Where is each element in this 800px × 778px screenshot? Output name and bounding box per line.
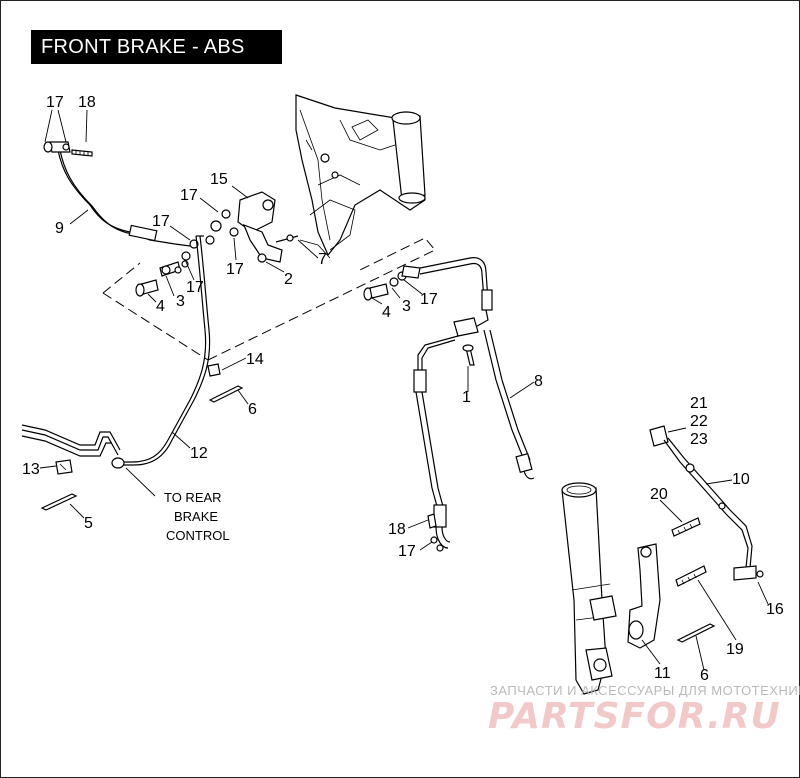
watermark-logo: PARTSFOR.RU: [488, 696, 781, 737]
banjo-bolts-left: [135, 239, 199, 297]
callout-21: 21: [690, 395, 708, 412]
callout-numbers: 17 18 9 15 17 17 17 17 7 2 3 4 4 3 17 14…: [22, 94, 784, 684]
callout-16: 16: [766, 601, 784, 618]
callout-17: 17: [420, 291, 438, 308]
callout-18: 18: [388, 521, 406, 538]
callout-22: 22: [690, 413, 708, 430]
callout-20: 20: [650, 486, 668, 503]
note-line-1: TO REAR: [164, 490, 222, 505]
leader-lines: [39, 109, 769, 671]
callout-10: 10: [732, 471, 750, 488]
callout-12: 12: [190, 445, 208, 462]
dashed-outline: [102, 237, 436, 361]
watermark-tagline: ЗАПЧАСТИ И АКСЕССУАРЫ ДЛЯ МОТОТЕХНИКИ: [490, 683, 800, 698]
callout-17: 17: [226, 261, 244, 278]
callout-23: 23: [690, 431, 708, 448]
callout-17: 17: [180, 187, 198, 204]
callout-1: 1: [462, 389, 471, 406]
callout-7: 7: [318, 251, 327, 268]
callout-17: 17: [186, 279, 204, 296]
clips: [55, 363, 221, 475]
callout-14: 14: [246, 351, 264, 368]
note-line-2: BRAKE: [174, 509, 218, 524]
brake-line-9: [43, 141, 191, 247]
diagram-title: FRONT BRAKE - ABS: [31, 30, 282, 64]
callout-6: 6: [700, 667, 709, 684]
callout-19: 19: [726, 641, 744, 658]
callout-6: 6: [248, 401, 257, 418]
cable-ties: [40, 385, 716, 643]
callout-18: 18: [78, 94, 96, 111]
callout-4: 4: [382, 304, 391, 321]
callout-3: 3: [402, 298, 411, 315]
callout-8: 8: [534, 373, 543, 390]
watermark: ЗАПЧАСТИ И АКСЕССУАРЫ ДЛЯ МОТОТЕХНИКИ PA…: [488, 683, 800, 737]
frame-steering-head: [295, 94, 426, 259]
callout-15: 15: [210, 171, 228, 188]
callout-4: 4: [156, 298, 165, 315]
callout-9: 9: [55, 220, 64, 237]
rear-brake-note: TO REAR BRAKE CONTROL: [164, 490, 230, 543]
callout-11: 11: [654, 665, 671, 682]
callout-17: 17: [398, 543, 416, 560]
brake-hoses-right: [363, 257, 535, 552]
callout-17: 17: [46, 94, 64, 111]
fork-caliper: [561, 482, 707, 695]
callout-13: 13: [22, 461, 40, 478]
callout-3: 3: [176, 293, 185, 310]
callout-5: 5: [84, 515, 93, 532]
abs-sensor: [649, 425, 764, 581]
brake-line-12: [21, 235, 211, 469]
abs-bracket: [205, 191, 299, 263]
callout-17: 17: [152, 213, 170, 230]
callout-2: 2: [284, 271, 293, 288]
note-line-3: CONTROL: [166, 528, 230, 543]
